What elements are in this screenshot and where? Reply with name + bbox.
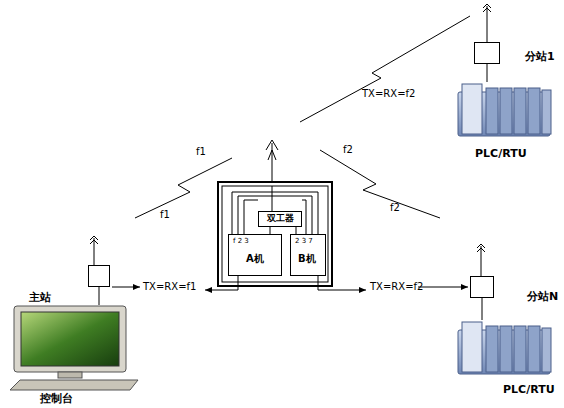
cable-connector — [296, 227, 297, 234]
node-text: 分站N — [527, 291, 558, 303]
cable-connector — [99, 287, 100, 305]
frequency-label: f2 — [390, 202, 400, 213]
node-text: 2 3 7 — [295, 238, 313, 246]
equipment-box: 2 3 7 B机 — [290, 234, 326, 276]
device-illustration: 控制台 — [8, 305, 138, 391]
cable-connector — [270, 227, 271, 234]
cable-connector — [482, 298, 483, 320]
cable-connector — [487, 64, 488, 82]
node-text: PLC/RTU — [503, 384, 555, 396]
equipment-box: 主站 — [88, 265, 110, 287]
node-text: A机 — [246, 253, 264, 264]
device-illustration: PLC/RTU — [455, 82, 555, 140]
node-text: f 2 3 — [233, 238, 249, 246]
frequency-label: f2 — [343, 144, 353, 155]
equipment-box: 分站N — [470, 276, 494, 298]
node-text: 双工器 — [259, 214, 301, 224]
node-text: 分站1 — [525, 51, 555, 63]
node-text: 控制台 — [40, 393, 73, 405]
device-illustration: PLC/RTU — [455, 320, 555, 378]
channel-label: TX=RX=f2 — [370, 281, 423, 292]
equipment-box: 分站1 — [474, 42, 500, 64]
node-text: PLC/RTU — [475, 148, 527, 160]
frequency-label: f1 — [160, 209, 170, 220]
channel-label: TX=RX=f1 — [143, 281, 196, 292]
channel-label: TX=RX=f2 — [362, 88, 415, 99]
node-text: B机 — [298, 253, 316, 264]
equipment-box: f 2 3 A机 — [228, 234, 282, 276]
equipment-box: 双工器 — [258, 211, 302, 227]
frequency-label: f1 — [196, 146, 206, 157]
node-text: 主站 — [29, 292, 51, 304]
